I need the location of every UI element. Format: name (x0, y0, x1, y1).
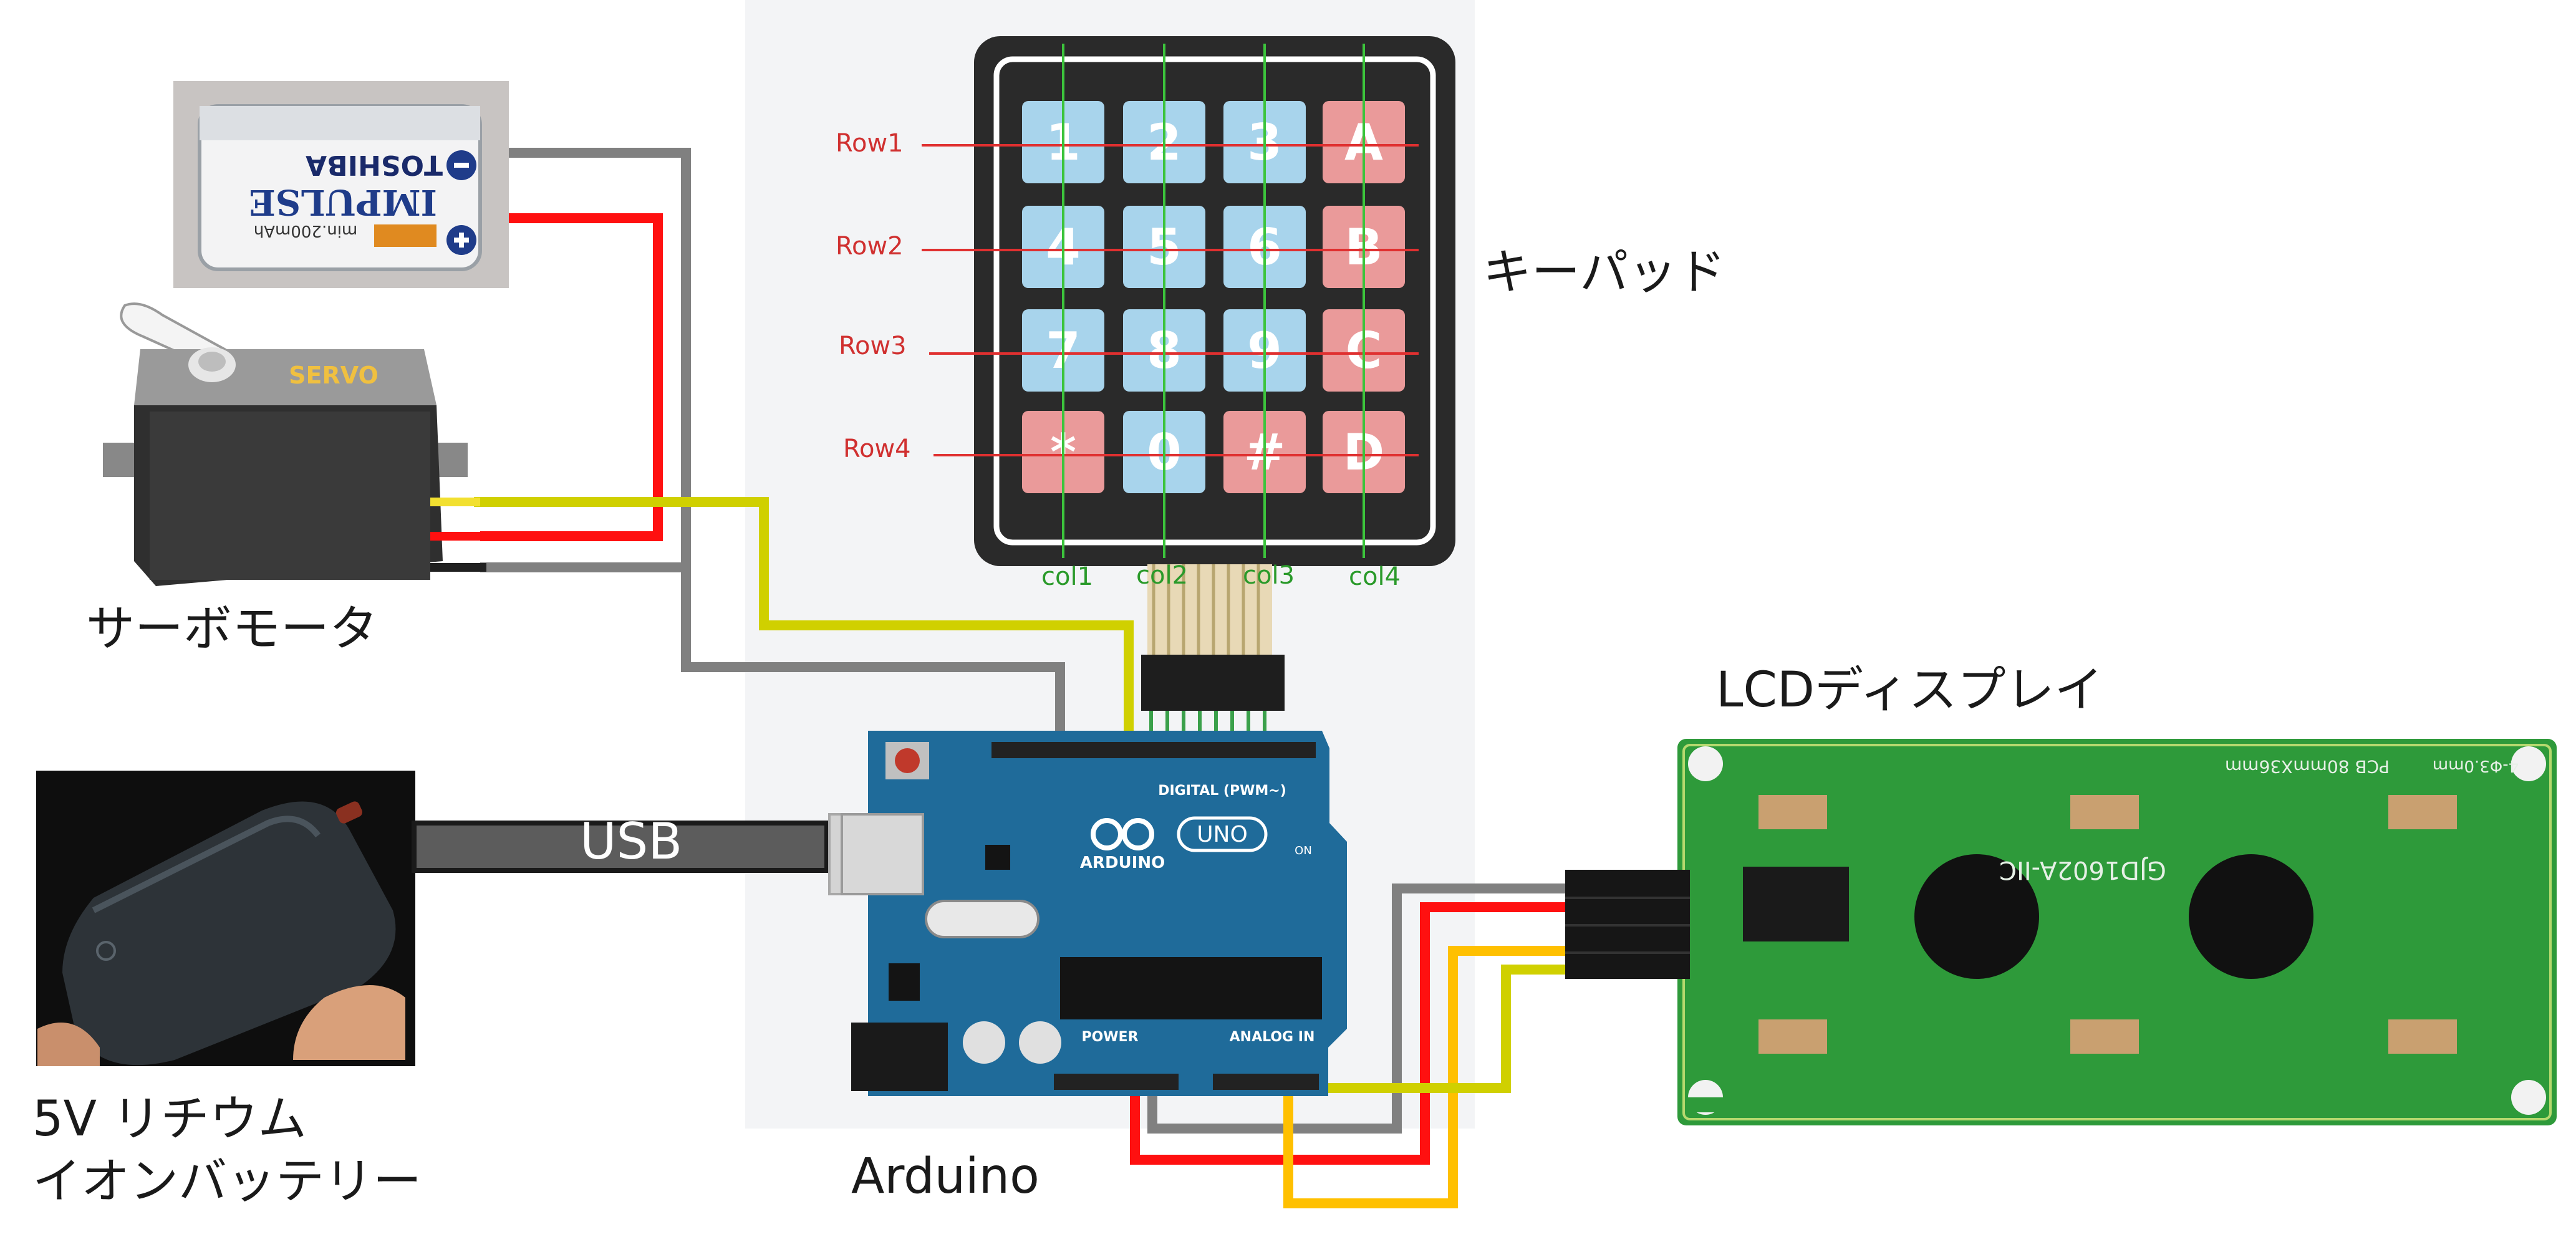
servo-motor-image: SERVO (103, 302, 486, 586)
row-label-3: Row3 (839, 332, 907, 360)
wire-lcd-scl (1302, 965, 1565, 1093)
servo-body-label: SERVO (289, 362, 379, 389)
usb-label: USB (580, 812, 683, 870)
arduino-uno-board: UNO ARDUINO DIGITAL (PWM~) POWER ANALOG … (841, 731, 1347, 1096)
wire-lcd-vcc (1130, 902, 1565, 1165)
lcd-pcb-text: PCB 80mmX36mm (2225, 756, 2390, 777)
keypad-ribbon (1141, 564, 1285, 748)
battery-9v-photo: TOSHIBA IMPULSE min.200mAh (173, 81, 509, 288)
arduino-label: Arduino (851, 1148, 1040, 1205)
lcd-label: LCDディスプレイ (1716, 662, 2103, 718)
arduino-digital-label: DIGITAL (PWM~) (1158, 783, 1286, 799)
arduino-uno-logo: UNO (1197, 822, 1248, 847)
wire-battery-gnd (505, 148, 1065, 748)
lcd-hole-text: 4-Φ3.0mm (2433, 756, 2519, 775)
powerbank-photo (36, 771, 415, 1066)
row-label-1: Row1 (836, 129, 904, 158)
servo-label: サーボモータ (86, 601, 379, 657)
arduino-brand: ARDUINO (1080, 854, 1165, 872)
keypad-label: キーパッド (1483, 244, 1726, 301)
col-label-4: col4 (1349, 562, 1401, 591)
col-label-2: col2 (1136, 561, 1189, 590)
powerbank-label-line2: イオンバッテリー (32, 1153, 422, 1210)
arduino-analog-label: ANALOG IN (1230, 1029, 1315, 1045)
battery-brand-text: TOSHIBA (306, 149, 443, 181)
col-label-1: col1 (1041, 562, 1094, 591)
wire-lcd-gnd (1147, 883, 1565, 1134)
wire-lcd-sda (1283, 946, 1565, 1208)
keypad-grid-lines (922, 44, 1419, 558)
arduino-power-label: POWER (1081, 1029, 1138, 1045)
row-label-2: Row2 (836, 232, 904, 261)
arduino-on-label: ON (1295, 844, 1312, 857)
wire-servo-signal (474, 497, 1134, 748)
col-label-3: col3 (1243, 561, 1295, 590)
battery-model-text: IMPULSE (249, 181, 437, 223)
row-label-4: Row4 (843, 435, 911, 463)
lcd-model-text: GJD1602A-IIC (1999, 855, 2166, 884)
lcd-module-image: GJD1602A-IIC PCB 80mmX36mm 4-Φ3.0mm (1565, 739, 2557, 1125)
wire-battery-positive (480, 213, 663, 541)
powerbank-label-line1: 5V リチウム (32, 1091, 307, 1147)
battery-capacity-text: min.200mAh (254, 221, 358, 240)
